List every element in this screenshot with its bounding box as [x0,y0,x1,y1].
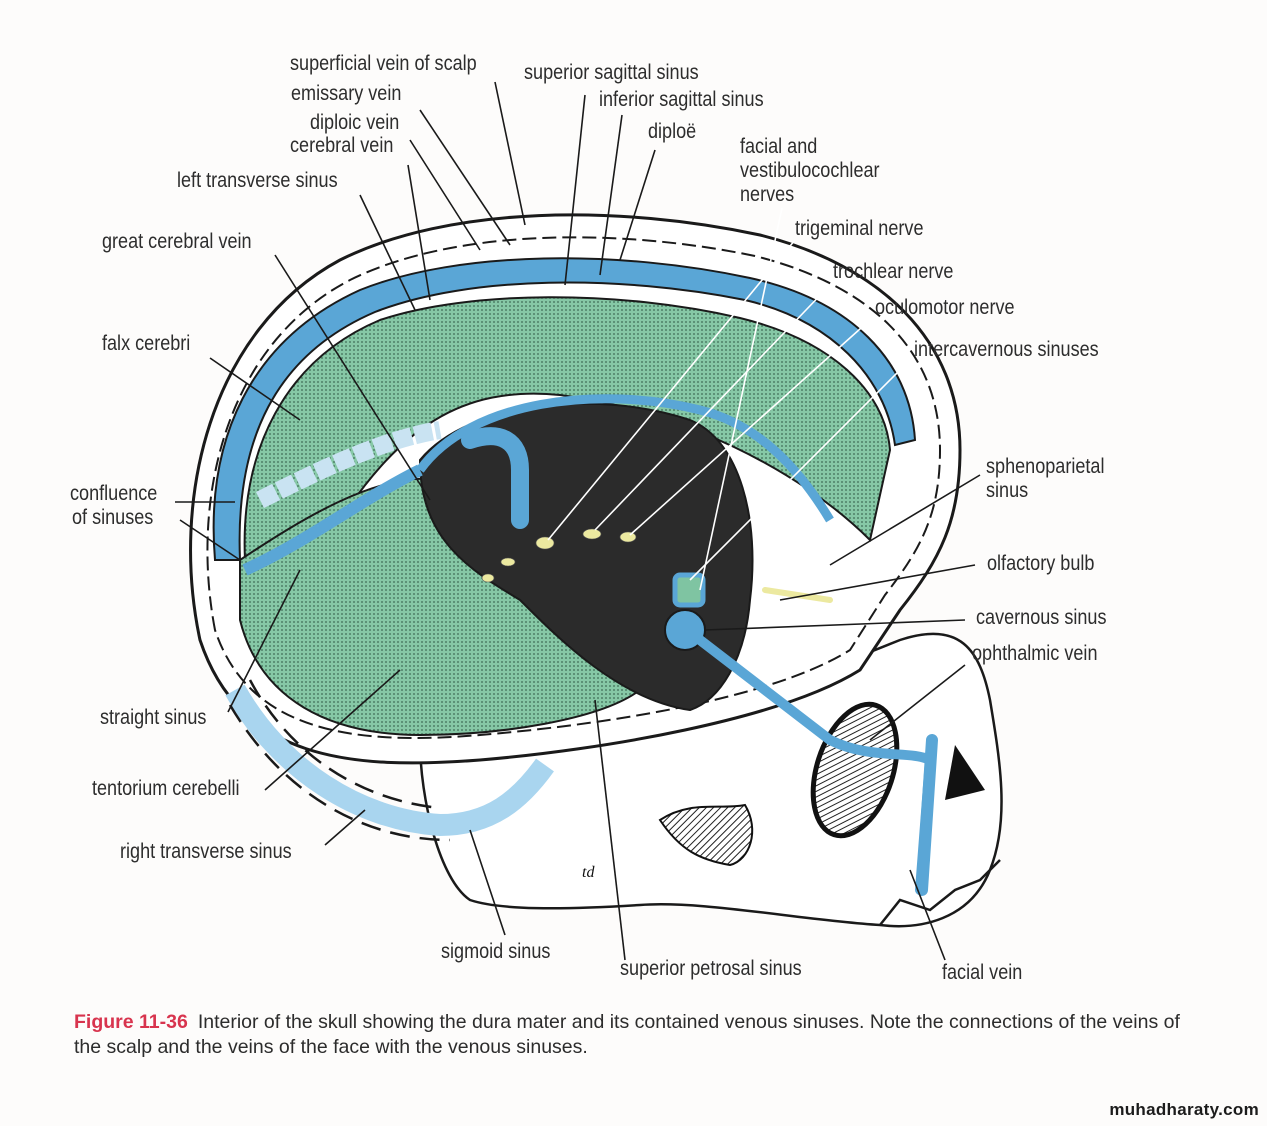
label-olfactory-bulb: olfactory bulb [987,552,1095,575]
label-facial-vestibulocochlear-3: nerves [740,183,795,206]
label-inferior-sagittal-sinus: inferior sagittal sinus [599,88,764,111]
label-falx-cerebri: falx cerebri [102,332,191,355]
white-leader-lines [547,207,911,591]
label-superficial-vein-of-scalp: superficial vein of scalp [290,52,477,75]
label-superior-sagittal-sinus: superior sagittal sinus [524,61,699,84]
label-diploe: diploë [648,120,697,143]
figure-number: Figure 11-36 [74,1011,188,1033]
label-ophthalmic-vein: ophthalmic vein [972,642,1098,665]
label-facial-vestibulocochlear-2: vestibulocochlear [740,159,880,182]
label-superior-petrosal-sinus: superior petrosal sinus [620,957,802,980]
intercavernous-sinuses [672,572,706,608]
caption-text: Interior of the skull showing the dura m… [74,1011,1180,1058]
label-right-transverse-sinus: right transverse sinus [120,840,292,863]
falx-cerebri [243,296,892,562]
straight-sinus [242,464,423,576]
label-facial-vein: facial vein [942,961,1023,984]
label-sphenoparietal-sinus-1: sphenoparietal [986,455,1105,478]
inferior-sagittal-sinus [416,394,834,523]
label-diploic-vein: diploic vein [310,111,400,134]
right-transverse-sinus [225,684,554,837]
label-tentorium-cerebelli: tentorium cerebelli [92,777,240,800]
artist-mark: td [582,864,595,881]
olfactory-bulb [762,587,833,603]
label-sphenoparietal-sinus-2: sinus [986,479,1029,502]
label-oculomotor-nerve: oculomotor nerve [875,296,1015,319]
label-facial-vestibulocochlear-1: facial and [740,135,818,158]
label-great-cerebral-vein: great cerebral vein [102,230,252,253]
label-straight-sinus: straight sinus [100,706,207,729]
label-left-transverse-sinus: left transverse sinus [177,169,338,192]
superior-sagittal-sinus [212,257,917,561]
label-trigeminal-nerve: trigeminal nerve [795,217,924,240]
label-sigmoid-sinus: sigmoid sinus [441,940,551,963]
skull-diagram: td [175,81,1003,961]
label-emissary-vein: emissary vein [291,82,402,105]
great-cerebral-vein [461,427,529,529]
zygomatic-area [658,803,754,867]
watermark: muhadharaty.com [1109,1100,1259,1119]
occipital-segment [255,421,442,509]
label-confluence-of-sinuses-2: of sinuses [72,506,154,529]
nasal-cavity [945,745,985,800]
label-trochlear-nerve: trochlear nerve [833,260,954,283]
facial-vein [916,734,938,896]
label-confluence-of-sinuses-1: confluence [70,482,158,505]
leader-lines [175,81,981,961]
label-cavernous-sinus: cavernous sinus [976,606,1107,629]
skull-inner-table [206,236,942,739]
label-intercavernous-sinuses: intercavernous sinuses [914,338,1099,361]
cranial-nerves [481,528,637,583]
label-cerebral-vein: cerebral vein [290,134,394,157]
